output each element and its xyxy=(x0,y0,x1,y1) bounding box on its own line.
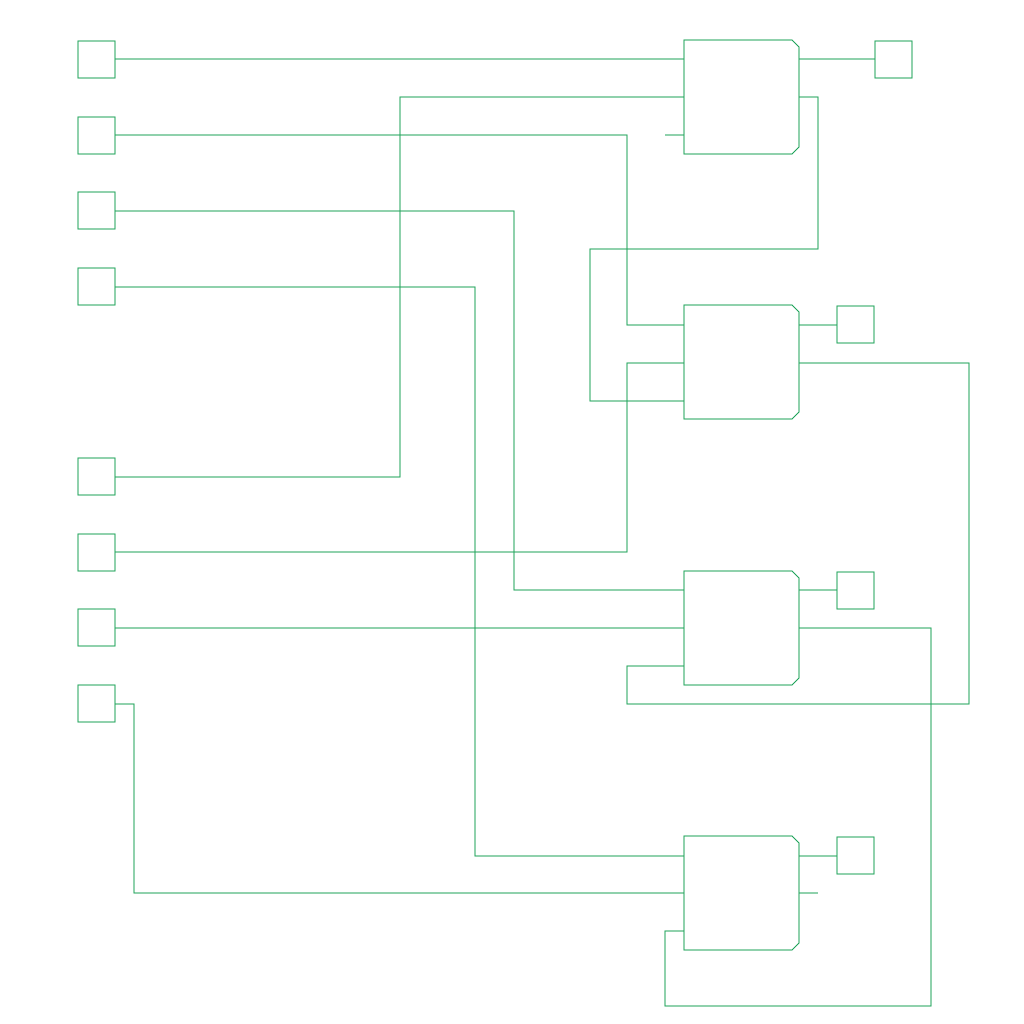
output-port-2[interactable] xyxy=(836,305,875,344)
input-port-3[interactable] xyxy=(77,191,116,230)
logic-block-3[interactable] xyxy=(683,570,800,686)
wire-block3-feedback-block4 xyxy=(664,627,932,1007)
input-ports xyxy=(77,40,116,723)
input-port-1[interactable] xyxy=(77,40,116,79)
logic-block-2[interactable] xyxy=(683,304,800,420)
output-ports xyxy=(836,40,913,875)
output-port-1[interactable] xyxy=(874,40,913,79)
wire-in5-block1 xyxy=(115,96,684,478)
logic-blocks xyxy=(683,39,800,951)
input-port-5[interactable] xyxy=(77,457,116,496)
wire-block1-feedback-block2 xyxy=(589,96,819,402)
wires xyxy=(115,58,970,1007)
input-port-8[interactable] xyxy=(77,684,116,723)
wire-in3-block3 xyxy=(115,210,684,591)
output-port-4[interactable] xyxy=(836,836,875,875)
input-port-2[interactable] xyxy=(77,116,116,155)
wire-in6-block2 xyxy=(115,362,684,553)
wire-block2-feedback-block3 xyxy=(626,362,970,705)
input-port-4[interactable] xyxy=(77,267,116,306)
logic-block-4[interactable] xyxy=(683,835,800,951)
input-port-7[interactable] xyxy=(77,608,116,647)
input-port-6[interactable] xyxy=(77,533,116,572)
wire-in2-block2 xyxy=(115,134,684,326)
wire-in4-block4 xyxy=(115,286,684,857)
output-port-3[interactable] xyxy=(836,571,875,610)
logic-block-1[interactable] xyxy=(683,39,800,155)
wire-in8-block4 xyxy=(115,703,684,894)
